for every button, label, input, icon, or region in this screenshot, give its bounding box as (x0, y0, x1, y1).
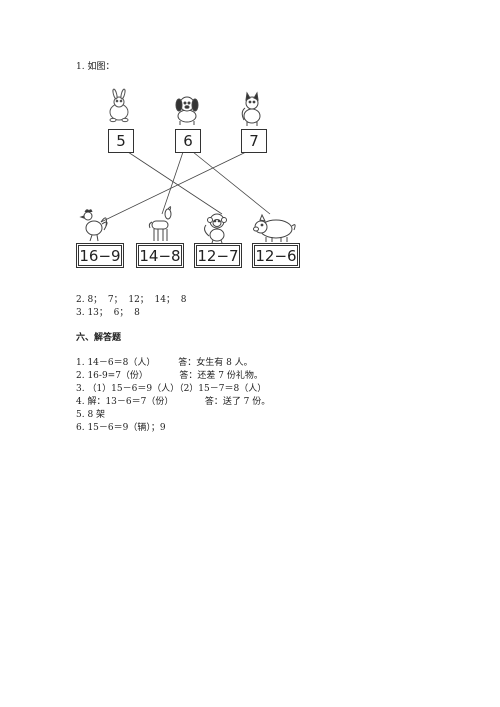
expression-box-12-7: 12−7 (196, 245, 240, 266)
dog-icon (175, 96, 199, 125)
expression-box-16-9: 16−9 (78, 245, 122, 266)
match-line-6b (192, 151, 271, 215)
solution-line-6: 6. 15－6＝9（辆）；9 (76, 423, 166, 433)
rabbit-icon (109, 88, 129, 123)
matching-lines (100, 151, 271, 223)
number-box-6: 6 (175, 129, 201, 153)
match-line-7 (100, 151, 247, 223)
answer-line-3: 3. 13； 6； 8 (76, 308, 140, 318)
match-line-6 (161, 151, 184, 215)
cat-icon (241, 91, 261, 126)
expression-box-12-6: 12−6 (254, 245, 298, 266)
answer-line-2: 2. 8； 7； 12； 14； 8 (76, 295, 187, 305)
solution-line-3: 3. （1）15－6＝9（人）（2）15－7＝8（人） (76, 384, 267, 394)
solution-line-5: 5. 8 架 (76, 410, 106, 420)
rooster-icon (79, 209, 108, 242)
goat-icon (148, 206, 172, 241)
number-box-7: 7 (241, 129, 267, 153)
question-1-label: 1. 如图： (76, 62, 115, 72)
match-line-5 (127, 151, 223, 215)
section-title: 六、解答题 (76, 333, 122, 343)
solution-line-4: 4. 解：13－6＝7（份） 答：送了 7 份。 (76, 397, 271, 407)
solution-line-1: 1. 14－6＝8（人） 答：女生有 8 人。 (76, 358, 253, 368)
pig-icon (253, 213, 296, 242)
expression-box-14-8: 14−8 (138, 245, 182, 266)
number-box-5: 5 (108, 129, 134, 153)
monkey-icon (204, 213, 227, 244)
solution-line-2: 2. 16-9=7（份） 答：还差 7 份礼物。 (76, 371, 263, 381)
